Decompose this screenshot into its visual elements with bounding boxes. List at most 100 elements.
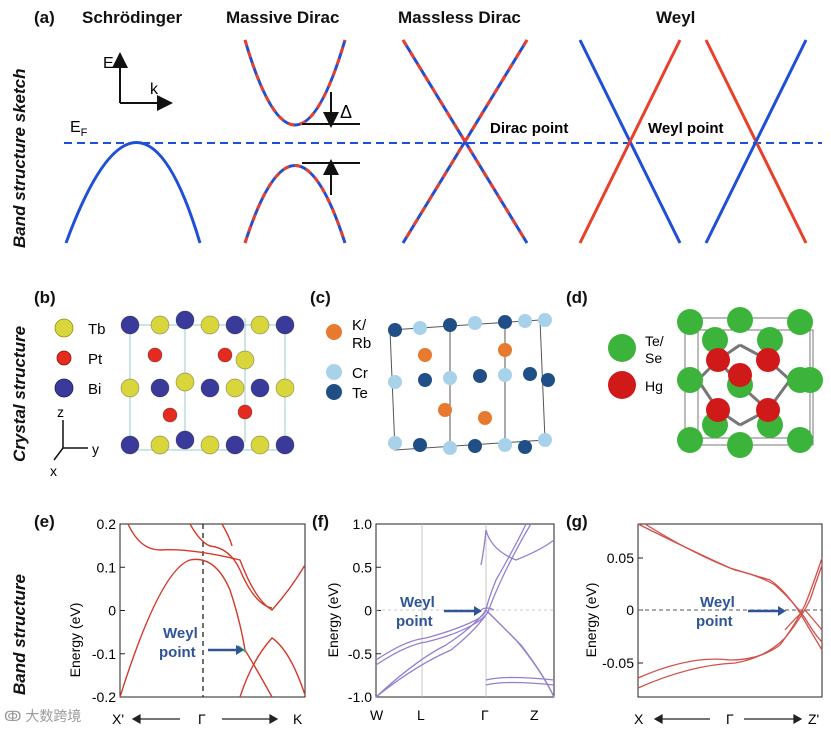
atom — [150, 435, 170, 455]
svg-text:Se: Se — [645, 350, 662, 366]
axes-xyz — [53, 420, 88, 461]
weyl-cone-left-red — [578, 39, 682, 244]
atom — [200, 435, 220, 455]
atom — [478, 411, 492, 425]
atoms-c — [388, 313, 555, 455]
atom — [120, 315, 140, 335]
band-line — [127, 523, 306, 611]
band-line — [637, 523, 823, 651]
panel-f-xtick-0: W — [370, 707, 384, 723]
dirac-point-label: Dirac point — [490, 120, 568, 137]
ytick-label: 0.2 — [97, 516, 117, 532]
panel-g-chart: Energy (eV) 0.050-0.05 Weyl point X Γ Z' — [583, 523, 823, 727]
svg-text:Rb: Rb — [352, 335, 371, 352]
atom — [498, 368, 512, 382]
atom — [523, 367, 537, 381]
title-schrodinger: Schrödinger — [82, 8, 183, 27]
atom — [175, 310, 195, 330]
band-line — [485, 676, 555, 681]
atom — [150, 315, 170, 335]
unit-cell-c — [389, 319, 546, 451]
atom — [443, 318, 457, 332]
atom — [225, 315, 245, 335]
band-line — [480, 529, 555, 566]
svg-text:Te/: Te/ — [645, 333, 664, 349]
panel-c-crystal: K/ Rb Cr Te — [326, 313, 555, 455]
axis-y-label: y — [92, 441, 99, 457]
atom — [200, 315, 220, 335]
atom — [538, 433, 552, 447]
ytick-label: 0 — [364, 603, 372, 619]
atom — [217, 347, 233, 363]
panel-b-label: (b) — [34, 288, 56, 307]
atom — [727, 307, 753, 333]
atom — [756, 348, 780, 372]
band-line — [189, 523, 273, 609]
ytick-label: -1.0 — [348, 689, 372, 705]
legend-tb: Tb — [54, 318, 106, 338]
legend-te-se: Te/ Se — [608, 333, 664, 366]
panel-f-annot-2: point — [396, 613, 433, 630]
panel-f-xtick-2: Γ — [481, 707, 489, 723]
watermark-logo-icon: ↂ — [4, 708, 22, 724]
atom — [418, 348, 432, 362]
atom — [388, 375, 402, 389]
atom — [706, 348, 730, 372]
band-line — [119, 558, 273, 698]
ytick-label: -0.2 — [92, 689, 116, 705]
atom — [518, 314, 532, 328]
atom — [538, 313, 552, 327]
atoms-d — [677, 307, 823, 458]
row-label-crystal: Crystal structure — [10, 325, 29, 462]
atom — [250, 435, 270, 455]
atom — [702, 327, 728, 353]
atom — [757, 327, 783, 353]
band-line — [784, 609, 823, 631]
atom — [200, 378, 220, 398]
atom — [677, 309, 703, 335]
panel-g-annot-2: point — [696, 613, 733, 630]
title-weyl: Weyl — [656, 8, 696, 27]
svg-text:Hg: Hg — [645, 378, 663, 394]
atom — [443, 371, 457, 385]
atom — [413, 438, 427, 452]
atom — [162, 407, 178, 423]
atom — [787, 309, 813, 335]
panel-d-label: (d) — [566, 288, 588, 307]
panel-f-chart: Energy (eV) 1.00.50-0.5-1.0 Weyl point W… — [325, 516, 555, 723]
title-massive-dirac: Massive Dirac — [226, 8, 340, 27]
svg-text:K/: K/ — [352, 317, 367, 334]
ytick-label: -0.5 — [348, 646, 372, 662]
atom — [388, 323, 402, 337]
ytick-label: 0 — [108, 603, 116, 619]
band-line — [644, 523, 823, 643]
atom — [677, 427, 703, 453]
panel-g-xtick-2: Z' — [808, 711, 819, 727]
panel-g-annot-1: Weyl — [700, 594, 735, 611]
ytick-label: -0.1 — [92, 646, 116, 662]
row-label-band-structure: Band structure — [10, 574, 29, 695]
atom — [541, 373, 555, 387]
panel-e-xtick-0: X' — [112, 711, 124, 727]
atom — [473, 369, 487, 383]
panel-g-ylabel: Energy (eV) — [583, 583, 599, 658]
panel-a-label: (a) — [34, 8, 55, 27]
legend-cr: Cr — [326, 364, 368, 382]
atom — [235, 350, 255, 370]
atom — [518, 440, 532, 454]
atom — [150, 378, 170, 398]
atom — [756, 398, 780, 422]
panel-g-xtick-1: Γ — [726, 711, 734, 727]
svg-text:Cr: Cr — [352, 365, 368, 382]
band-line — [637, 564, 823, 689]
ytick-label: 0 — [626, 602, 634, 618]
axis-z-label: z — [57, 404, 64, 420]
atom — [120, 378, 140, 398]
svg-text:Tb: Tb — [88, 321, 106, 338]
atom — [275, 378, 295, 398]
atom — [787, 427, 813, 453]
ytick-label: 1.0 — [353, 516, 373, 532]
svg-text:Bi: Bi — [88, 381, 101, 398]
watermark: ↂ 大数跨境 — [4, 708, 82, 724]
atom — [797, 367, 823, 393]
